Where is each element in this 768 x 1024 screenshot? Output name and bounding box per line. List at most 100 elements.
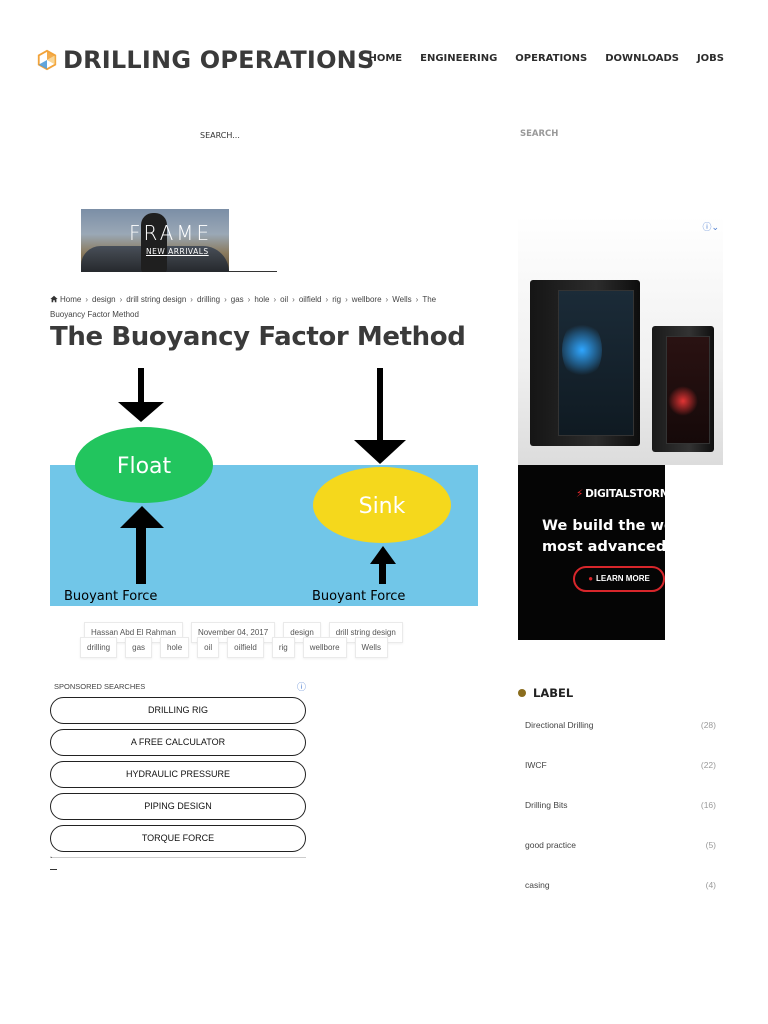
sink-ball — [313, 467, 451, 543]
up-arrow-right-head — [370, 546, 396, 564]
logo-icon — [37, 49, 57, 71]
bullet-icon — [518, 689, 526, 697]
learn-more-button[interactable]: ●LEARN MORE — [573, 566, 665, 592]
search-bar: SEARCH — [0, 126, 768, 146]
site-logo[interactable]: DRILLING OPERATIONS — [36, 46, 374, 74]
breadcrumb-hole[interactable]: hole — [254, 295, 270, 304]
sidebar-ad[interactable]: ⓘ⌄ ⚡DIGITALSTORM We build the wo most ad… — [518, 216, 723, 640]
label-count: (4) — [705, 880, 716, 890]
main-nav: HOME ENGINEERING OPERATIONS DOWNLOADS JO… — [368, 53, 724, 64]
pc-tower-small — [652, 326, 714, 452]
banner-ad[interactable]: FRAME NEW ARRIVALS — [81, 209, 229, 272]
up-arrow-right — [379, 562, 386, 584]
up-arrow-left — [136, 526, 146, 584]
ad-subline[interactable]: NEW ARRIVALS — [146, 247, 209, 256]
breadcrumb-separator: › — [247, 295, 251, 304]
label-widget: LABEL Directional Drilling (28) IWCF (22… — [518, 686, 723, 920]
breadcrumb-design[interactable]: design — [92, 295, 116, 304]
float-ball — [75, 427, 213, 503]
breadcrumb-wellbore[interactable]: wellbore — [351, 295, 382, 304]
breadcrumb-gas[interactable]: gas — [230, 295, 244, 304]
nav-downloads[interactable]: DOWNLOADS — [605, 53, 679, 64]
adchoices-icon[interactable]: ⓘ⌄ — [702, 222, 719, 232]
ad-person-image — [141, 213, 167, 272]
ad-tagline: We build the wo most advanced — [542, 516, 723, 558]
breadcrumb-separator: › — [190, 295, 193, 304]
tag-gas[interactable]: gas — [125, 637, 153, 658]
tag-wellbore[interactable]: wellbore — [302, 637, 347, 658]
label-item[interactable]: Drilling Bits (16) — [518, 800, 723, 840]
label-count: (5) — [705, 840, 716, 850]
sponsored-search-item[interactable]: A FREE CALCULATOR — [50, 729, 306, 756]
label-name[interactable]: good practice — [525, 840, 577, 850]
breadcrumb-separator: › — [385, 295, 389, 304]
breadcrumb-separator: › — [325, 295, 329, 304]
nav-operations[interactable]: OPERATIONS — [515, 53, 588, 64]
down-arrow-right-head — [354, 440, 406, 464]
sponsored-search-item[interactable]: HYDRAULIC PRESSURE — [50, 761, 306, 788]
post-meta: Hassan Abd El Rahman November 04, 2017 d… — [80, 622, 440, 658]
tag-oil[interactable]: oil — [197, 637, 220, 658]
search-button[interactable]: SEARCH — [520, 129, 559, 139]
learn-more-label: LEARN MORE — [596, 574, 650, 583]
ad-dark-panel — [518, 465, 665, 640]
label-heading: LABEL — [518, 686, 723, 700]
breadcrumb-oil[interactable]: oil — [280, 295, 289, 304]
label-name[interactable]: casing — [525, 880, 550, 890]
breadcrumb-drilling[interactable]: drilling — [196, 295, 221, 304]
tag-drilling[interactable]: drilling — [80, 637, 118, 658]
divider — [229, 271, 277, 272]
sponsored-searches: SPONSORED SEARCHES ⓘ DRILLING RIG A FREE… — [50, 680, 306, 858]
label-name[interactable]: Directional Drilling — [525, 720, 594, 730]
breadcrumb-separator: › — [273, 295, 277, 304]
label-item[interactable]: casing (4) — [518, 880, 723, 920]
home-icon — [50, 295, 58, 303]
pc-tower-large — [530, 280, 640, 446]
label-name[interactable]: Drilling Bits — [525, 800, 568, 810]
label-name[interactable]: IWCF — [525, 760, 547, 770]
tag-rig[interactable]: rig — [271, 637, 295, 658]
breadcrumb-drill-string-design[interactable]: drill string design — [126, 295, 187, 304]
tag-wells[interactable]: Wells — [354, 637, 388, 658]
label-count: (28) — [700, 720, 716, 730]
ad-brand-label: DIGITALSTORM — [585, 488, 670, 500]
info-icon[interactable]: ⓘ — [296, 682, 306, 692]
nav-home[interactable]: HOME — [368, 53, 403, 64]
label-item[interactable]: IWCF (22) — [518, 760, 723, 800]
breadcrumb: Home›design›drill string design›drilling… — [50, 292, 470, 322]
down-arrow-right — [377, 368, 383, 440]
nav-jobs[interactable]: JOBS — [696, 53, 724, 64]
breadcrumb-separator: › — [345, 295, 348, 304]
sponsored-search-item[interactable]: TORQUE FORCE — [50, 825, 306, 852]
site-header: DRILLING OPERATIONS HOME ENGINEERING OPE… — [0, 0, 768, 100]
ad-cutout — [665, 465, 725, 640]
divider — [50, 857, 306, 858]
down-arrow-left — [138, 368, 144, 404]
nav-engineering[interactable]: ENGINEERING — [420, 53, 498, 64]
sponsored-header: SPONSORED SEARCHES ⓘ — [50, 680, 306, 693]
post-tags-row: drilling gas hole oil oilfield rig wellb… — [80, 637, 440, 658]
breadcrumb-separator: › — [415, 295, 419, 304]
buoyancy-figure: Float Buoyant Force Sink Buoyant Force — [50, 368, 478, 606]
stray-mark: ` — [50, 856, 53, 865]
label-item[interactable]: good practice (5) — [518, 840, 723, 880]
breadcrumb-rig[interactable]: rig — [332, 295, 342, 304]
buoyant-force-caption-left: Buoyant Force — [64, 589, 157, 604]
sponsored-search-item[interactable]: DRILLING RIG — [50, 697, 306, 724]
cta-dot-icon: ● — [588, 574, 594, 583]
label-heading-text: LABEL — [533, 686, 574, 700]
breadcrumb-wells[interactable]: Wells — [392, 295, 412, 304]
sponsored-search-item[interactable]: PIPING DESIGN — [50, 793, 306, 820]
ad-tagline-line1: We build the wo — [542, 518, 674, 534]
search-input[interactable] — [200, 126, 440, 144]
sink-label: Sink — [359, 494, 406, 519]
ad-tagline-line2: most advanced — [542, 539, 667, 555]
ad-brand: ⚡DIGITALSTORM — [576, 488, 670, 500]
breadcrumb-oilfield[interactable]: oilfield — [298, 295, 322, 304]
tag-oilfield[interactable]: oilfield — [227, 637, 264, 658]
breadcrumb-home[interactable]: Home — [60, 295, 82, 304]
down-arrow-left-head — [118, 402, 164, 422]
label-item[interactable]: Directional Drilling (28) — [518, 720, 723, 760]
tag-hole[interactable]: hole — [160, 637, 190, 658]
float-label: Float — [117, 454, 172, 479]
